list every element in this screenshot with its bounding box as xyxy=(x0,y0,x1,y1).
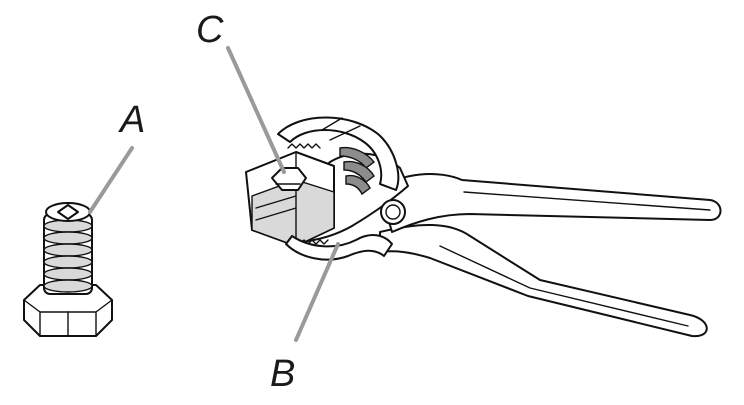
leader-line-b xyxy=(294,242,340,342)
square-socket-top xyxy=(45,202,91,222)
hex-base xyxy=(23,284,113,337)
callout-label-b: B xyxy=(270,353,295,395)
leader-line-c xyxy=(226,46,286,174)
adjustable-wrench xyxy=(245,116,722,338)
jaw-block xyxy=(245,143,335,247)
threaded-shank xyxy=(43,213,93,295)
upper-handle xyxy=(379,173,722,233)
leader-line-a xyxy=(88,146,134,214)
bolt-fitting xyxy=(23,202,113,337)
pivot-rivet xyxy=(380,199,406,225)
callout-label-c: C xyxy=(196,9,224,51)
worm-gear xyxy=(277,116,400,196)
callout-label-a: A xyxy=(118,99,145,141)
lower-handle xyxy=(379,224,708,338)
